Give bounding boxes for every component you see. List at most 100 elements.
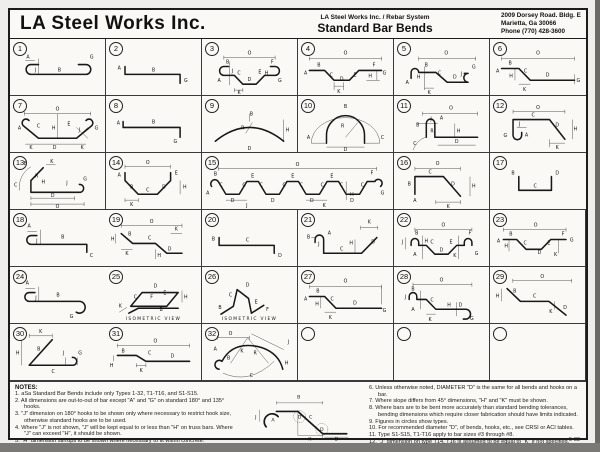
- dimension-label: D: [246, 283, 250, 289]
- dimension-label: D: [51, 193, 55, 199]
- bend-cell-blank: [490, 324, 586, 381]
- dimension-label: J: [518, 121, 520, 127]
- dimension-label: C: [282, 182, 286, 188]
- dimension-label: D: [248, 146, 252, 152]
- type-number: 30: [13, 327, 27, 341]
- dimension-label: D: [555, 122, 559, 128]
- dimension-label: H: [574, 126, 578, 132]
- note-item: 2. All dimensions are out-to-out of bar …: [15, 397, 225, 411]
- type-number: 17: [493, 156, 507, 170]
- note-item: 9. Figures in circles show types.: [369, 418, 449, 425]
- dimension-label: H: [286, 127, 290, 133]
- dimension-label: J: [404, 294, 406, 300]
- dimension-label: K: [523, 87, 527, 93]
- dimension-label: G: [570, 237, 574, 243]
- dimension-label: B: [513, 288, 516, 294]
- dimension-label: O: [442, 223, 446, 229]
- dimension-label: O: [536, 51, 540, 57]
- dimension-label: A: [525, 132, 529, 138]
- dimension-label: G: [383, 308, 387, 314]
- dimension-label: G: [90, 55, 94, 61]
- dimension-label: C: [134, 294, 138, 300]
- dimension-label: J: [78, 127, 80, 133]
- dimension-label: H: [265, 70, 269, 76]
- dimension-label: C: [413, 141, 417, 147]
- note-item: 10. For recommended diameter "D", of ben…: [369, 425, 574, 432]
- document-subtitle: LA Steel Works Inc. / Rebar System: [320, 13, 430, 21]
- dimension-label: R: [341, 123, 345, 129]
- dimension-label: B: [250, 112, 253, 118]
- dimension-label: A: [328, 230, 332, 236]
- dimension-label: A: [217, 78, 221, 84]
- dimension-label: C: [309, 414, 313, 420]
- dimension-label: O: [440, 278, 444, 284]
- dimension-label: G: [503, 133, 507, 139]
- dimension-label: K: [453, 253, 457, 259]
- sheet-header: LA Steel Works Inc. LA Steel Works Inc. …: [10, 10, 586, 39]
- bend-cell-blank: [298, 324, 394, 381]
- dimension-label: C: [242, 182, 246, 188]
- dimension-label: H: [350, 192, 354, 198]
- notes-left-column: NOTES: 1. aSa Standard Bar Bends include…: [10, 384, 239, 444]
- dimension-label: K: [329, 315, 333, 321]
- type-number: 29: [493, 270, 507, 284]
- dimension-label: O: [344, 279, 348, 285]
- dimension-label: A: [206, 190, 210, 196]
- dimension-label: D: [440, 247, 444, 253]
- dimension-label: A: [117, 120, 121, 126]
- dimension-label: B: [152, 67, 155, 73]
- dimension-label: J: [65, 180, 67, 186]
- dimension-label: H: [315, 301, 319, 307]
- type-number: 11: [397, 99, 411, 113]
- dimension-label: E: [330, 174, 333, 180]
- dimension-label: E: [449, 239, 452, 245]
- type-number: 5: [397, 42, 411, 56]
- dimension-label: H: [41, 179, 45, 185]
- dimension-label: B: [128, 231, 131, 237]
- dimension-label: D: [340, 76, 344, 82]
- type-number: [493, 327, 507, 341]
- dimension-label: B: [316, 288, 319, 294]
- dimension-label: A: [271, 418, 275, 424]
- dimension-label: A: [26, 281, 30, 287]
- dimension-label: H: [183, 184, 187, 190]
- dimension-label: O: [56, 204, 60, 209]
- type-number: 1: [13, 42, 27, 56]
- dimension-label: B: [509, 231, 512, 237]
- type-number: 31: [109, 327, 123, 341]
- dimension-label: C: [148, 350, 152, 356]
- notes-title: NOTES:: [15, 385, 38, 391]
- dimension-label: G: [174, 139, 178, 145]
- type-number: 4: [301, 42, 315, 56]
- dimension-label: C: [340, 246, 344, 252]
- type-number: 28: [397, 270, 411, 284]
- notes-right-column: 5-88 6. Unless otherwise noted, DIAMETER…: [367, 384, 586, 445]
- type-number: 2: [109, 42, 123, 56]
- dimension-label: D: [453, 74, 457, 80]
- document-title-block: LA Steel Works Inc. / Rebar System Stand…: [275, 14, 475, 35]
- dimension-label: H: [111, 236, 115, 242]
- type-number: 15: [205, 156, 219, 170]
- dimension-label: K: [39, 329, 43, 335]
- dimension-label: B: [408, 181, 411, 187]
- dimension-label: H: [368, 73, 372, 79]
- dimension-label: E: [175, 171, 178, 177]
- dimension-label: B: [511, 171, 514, 177]
- type-number: 32: [205, 327, 219, 341]
- dimension-label: K: [140, 368, 144, 374]
- dimension-label: C: [340, 182, 344, 188]
